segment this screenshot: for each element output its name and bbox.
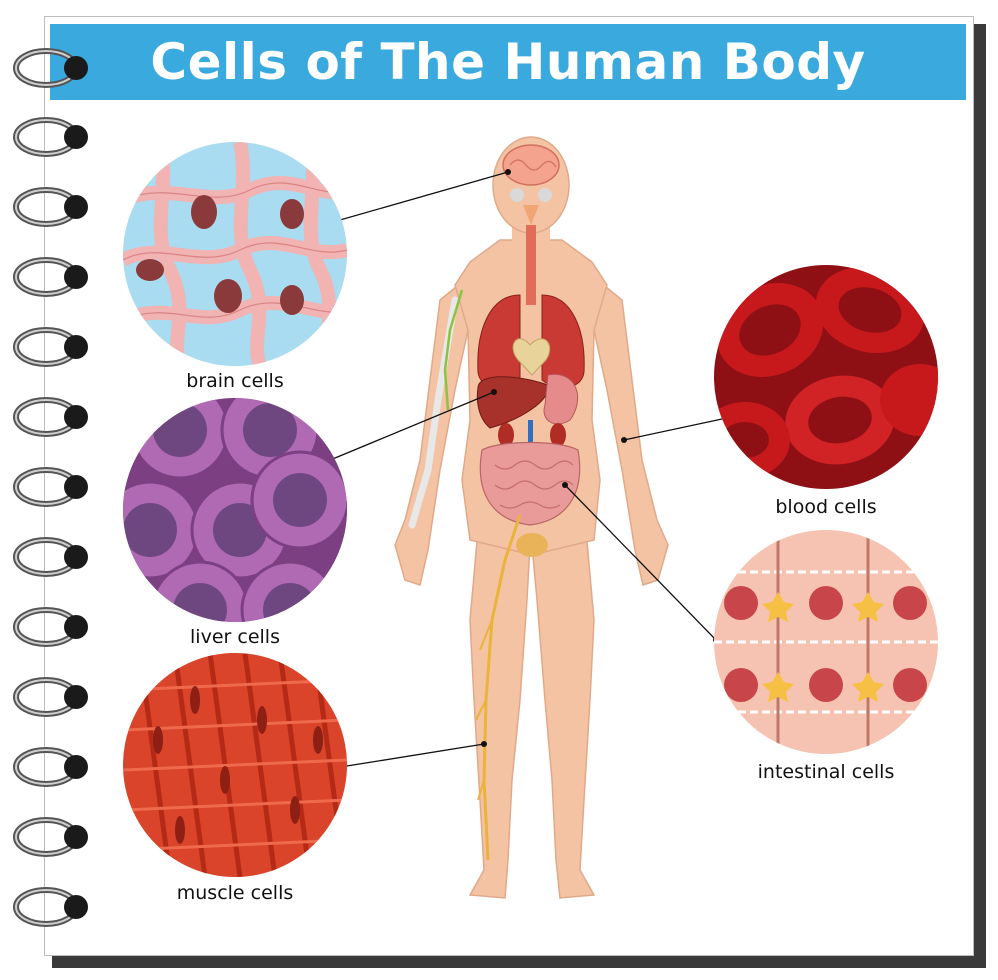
- right-leg: [531, 529, 596, 899]
- binding-ring: [13, 257, 88, 297]
- intestinal-cells-label: intestinal cells: [757, 761, 895, 783]
- binding-ring: [13, 117, 88, 157]
- spiral-binding: [13, 48, 88, 927]
- connector-blood: [623, 415, 737, 441]
- brain-cells-circle: [123, 142, 347, 366]
- binding-ring: [13, 187, 88, 227]
- intestinal-cells-circle: [714, 530, 938, 754]
- page-title: Cells of The Human Body: [150, 33, 866, 91]
- connector-brain: [332, 171, 509, 223]
- connector-muscle: [321, 743, 485, 771]
- connector-lines: [319, 169, 739, 773]
- liver-cells-circle: [123, 398, 347, 622]
- binding-ring: [13, 747, 88, 787]
- brain: [502, 144, 560, 186]
- bladder: [516, 533, 548, 557]
- stomach: [543, 374, 579, 425]
- blood-cells-label: blood cells: [775, 496, 877, 518]
- kidney: [550, 423, 566, 447]
- binding-ring: [13, 327, 88, 367]
- heart: [512, 338, 551, 376]
- binding-ring: [13, 48, 88, 88]
- muscle-cells-circle: [123, 653, 347, 877]
- human-body-figure: [394, 136, 669, 899]
- binding-ring: [13, 537, 88, 577]
- nerve: [482, 514, 522, 861]
- connector-liver: [322, 391, 495, 464]
- connector-intestinal: [564, 484, 717, 641]
- binding-ring: [13, 677, 88, 717]
- blood-cells-circle: [714, 265, 938, 489]
- lymph-vessels: [443, 289, 464, 411]
- kidney: [498, 423, 514, 447]
- binding-ring: [13, 887, 88, 927]
- liver-cells-label: liver cells: [190, 626, 280, 648]
- binding-ring: [13, 607, 88, 647]
- title-banner: Cells of The Human Body: [50, 24, 966, 100]
- binding-ring: [13, 817, 88, 857]
- muscle-cells-label: muscle cells: [176, 882, 294, 904]
- brain-cells-label: brain cells: [186, 370, 284, 392]
- intestines: [479, 441, 581, 526]
- binding-ring: [13, 397, 88, 437]
- binding-ring: [13, 467, 88, 507]
